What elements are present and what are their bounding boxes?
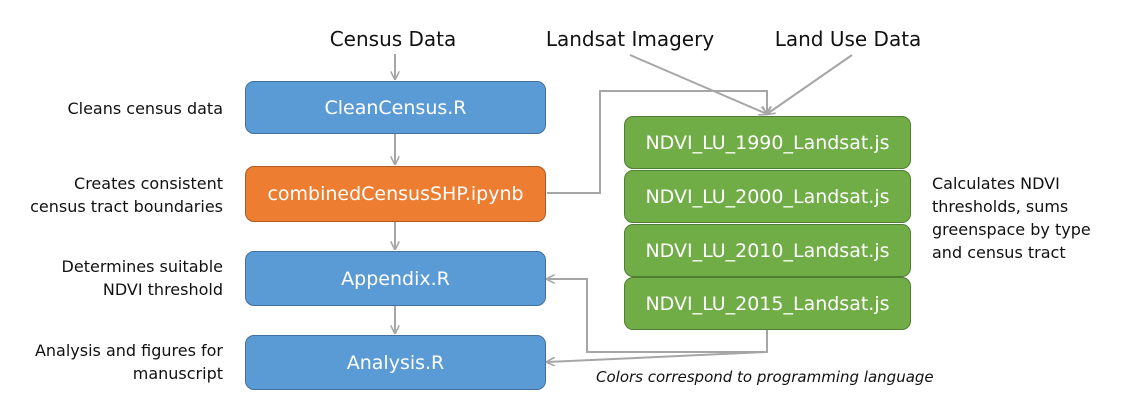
node-ndvi-2015: NDVI_LU_2015_Landsat.js — [624, 277, 911, 330]
node-combined-census-shp: combinedCensusSHP.ipynb — [245, 166, 546, 222]
desc-line: manuscript — [132, 364, 223, 383]
desc-appendix: Determines suitable NDVI threshold — [62, 255, 223, 301]
desc-line: Determines suitable — [61, 257, 223, 276]
node-ndvi-2010: NDVI_LU_2010_Landsat.js — [624, 224, 911, 277]
desc-line: and census tract — [932, 243, 1066, 262]
desc-analysis: Analysis and figures for manuscript — [35, 339, 223, 385]
input-census-data: Census Data — [329, 27, 457, 51]
arrow-landuse-to-ndvi — [767, 54, 853, 114]
desc-clean-census: Cleans census data — [67, 97, 223, 120]
desc-line: Creates consistent — [74, 174, 223, 193]
node-appendix: Appendix.R — [245, 251, 546, 306]
desc-line: NDVI threshold — [102, 280, 223, 299]
desc-line: greenspace by type — [932, 220, 1091, 239]
node-clean-census: CleanCensus.R — [245, 81, 546, 134]
node-ndvi-2000: NDVI_LU_2000_Landsat.js — [624, 170, 911, 223]
desc-line: Analysis and figures for — [34, 341, 223, 360]
arrow-landsat-to-ndvi — [629, 54, 767, 114]
desc-line: thresholds, sums — [932, 197, 1069, 216]
desc-line: Cleans census data — [67, 99, 223, 118]
desc-ndvi: Calculates NDVI thresholds, sums greensp… — [932, 172, 1091, 264]
node-ndvi-1990: NDVI_LU_1990_Landsat.js — [624, 116, 911, 169]
desc-line: census tract boundaries — [30, 197, 223, 216]
color-legend-note: Colors correspond to programming languag… — [596, 368, 934, 386]
input-landsat-imagery: Landsat Imagery — [545, 27, 715, 51]
node-analysis: Analysis.R — [245, 335, 546, 390]
arrow-combined-to-ndvi — [547, 90, 767, 194]
arrow-ndvi-to-appendix — [547, 279, 768, 353]
arrow-ndvi-to-analysis — [547, 351, 768, 362]
desc-line: Calculates NDVI — [932, 174, 1060, 193]
input-land-use-data: Land Use Data — [774, 27, 922, 51]
desc-combined-census: Creates consistent census tract boundari… — [30, 172, 223, 218]
